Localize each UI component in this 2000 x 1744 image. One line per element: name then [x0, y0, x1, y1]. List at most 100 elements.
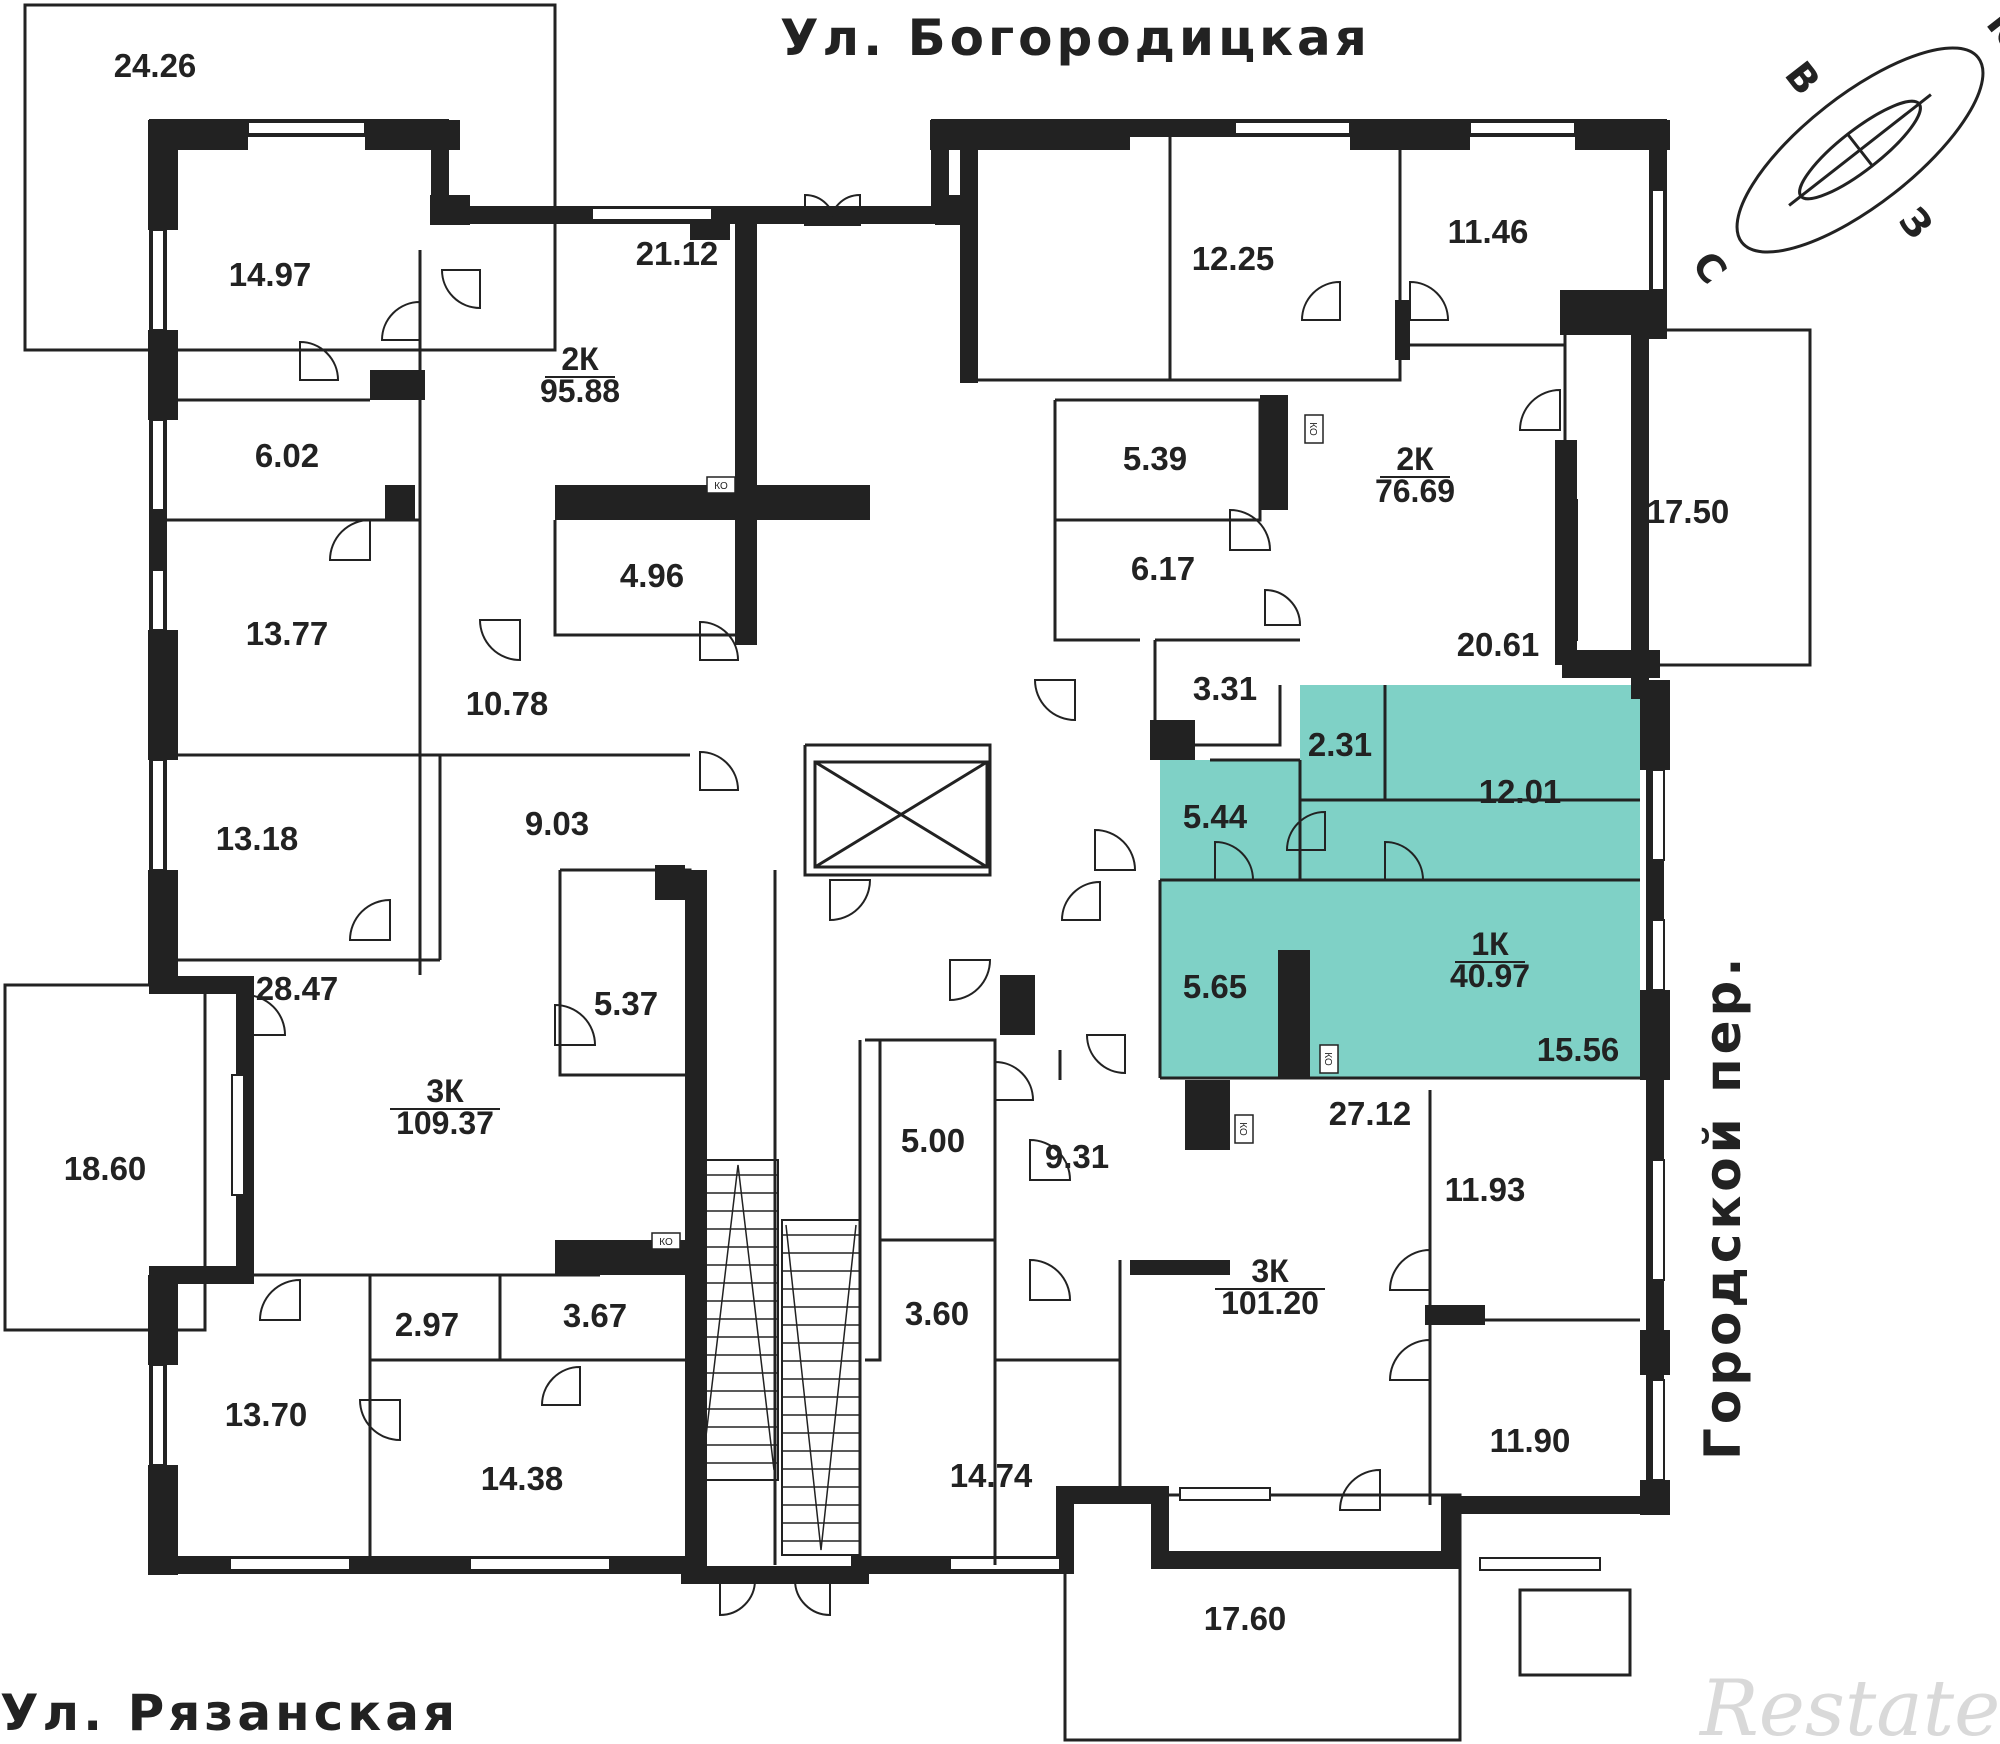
stairs — [697, 1159, 861, 1556]
street-south-label: Ул. Рязанская — [0, 1684, 459, 1742]
compass-outer-ellipse — [1735, 46, 1985, 254]
apartment-area: 40.97 — [1450, 958, 1530, 994]
door-swing — [1033, 679, 1076, 722]
door-swing — [440, 269, 481, 310]
door-swing — [1518, 388, 1561, 431]
room-area: 21.12 — [636, 235, 719, 272]
compass-west: З — [1890, 199, 1941, 247]
door-swing — [258, 1278, 301, 1321]
door-swing — [540, 1365, 581, 1406]
room-area: 3.60 — [905, 1295, 969, 1332]
room-area: 9.03 — [525, 805, 589, 842]
door-swing — [719, 1579, 757, 1617]
door-swing — [828, 193, 861, 226]
elevator-shaft — [813, 760, 989, 869]
door-swing — [244, 993, 287, 1036]
room-area: 12.25 — [1192, 240, 1275, 277]
room-area: 10.78 — [466, 685, 549, 722]
stair-flight — [697, 1159, 779, 1481]
balconies — [3, 3, 1812, 1742]
room-area: 11.90 — [1490, 1422, 1571, 1459]
stair-arrow — [701, 1164, 775, 1471]
door-swing — [793, 1579, 831, 1617]
compass-east: В — [1776, 53, 1829, 103]
ko-box — [1304, 414, 1324, 444]
apartment-code: 1К — [1471, 926, 1509, 962]
room-area: 5.44 — [1183, 798, 1248, 835]
ko-label: КО — [1307, 422, 1318, 436]
doors — [244, 193, 1561, 1617]
door-swing — [358, 1399, 401, 1442]
door-swing — [994, 1060, 1035, 1101]
door-swing — [699, 750, 740, 791]
door-swing — [1094, 828, 1137, 871]
room-area: 27.12 — [1329, 1095, 1412, 1132]
room-area: 5.00 — [901, 1122, 965, 1159]
door-swing — [1060, 880, 1101, 921]
door-swing — [829, 879, 872, 922]
door-swing — [1029, 1138, 1072, 1181]
room-area: 5.37 — [594, 985, 658, 1022]
ko-marker: КО — [651, 1232, 681, 1250]
door-swing — [328, 518, 371, 561]
apartment-code: 2К — [561, 341, 599, 377]
room-area: 2.31 — [1308, 726, 1372, 763]
room-area: 13.70 — [225, 1396, 308, 1433]
ko-label: КО — [1322, 1052, 1333, 1066]
door-swing — [1388, 1248, 1431, 1291]
apartment-area: 109.37 — [396, 1105, 494, 1141]
room-area: 5.65 — [1183, 968, 1247, 1005]
stair-arrow — [785, 1224, 857, 1551]
ko-box — [1234, 1114, 1254, 1144]
stair-flight — [781, 1219, 861, 1556]
door-swing — [299, 340, 340, 381]
partitions — [158, 128, 1640, 1575]
room-area: 24.26 — [114, 47, 197, 84]
small-balcony — [1518, 1588, 1632, 1677]
compass-needle-cross — [1846, 133, 1874, 167]
street-north-label: Ул. Богородицкая — [780, 9, 1371, 67]
door-swing — [949, 959, 992, 1002]
door-swing — [348, 898, 391, 941]
compass-north: С — [1684, 243, 1736, 292]
door-swing — [1388, 1338, 1431, 1381]
room-area: 12.01 — [1479, 773, 1562, 810]
door-swing — [1384, 840, 1425, 881]
ko-marker: КО — [1319, 1044, 1339, 1074]
room-area: 14.74 — [950, 1457, 1033, 1494]
room-area: 17.50 — [1647, 493, 1730, 530]
ko-label: КО — [659, 1237, 673, 1248]
balcony-17-60 — [1063, 1493, 1462, 1742]
room-area: 13.77 — [246, 615, 329, 652]
ko-marker: КО — [706, 476, 736, 494]
room-area: 6.17 — [1131, 550, 1195, 587]
apartment-code: 3К — [426, 1073, 464, 1109]
room-area: 18.60 — [64, 1150, 147, 1187]
door-swing — [478, 619, 521, 662]
apartment-labels: 2К 95.88 2К 76.69 1К 40.97 3К 109.37 3К … — [390, 341, 1530, 1321]
room-area: 9.31 — [1045, 1138, 1109, 1175]
apartment-area: 95.88 — [540, 373, 620, 409]
room-area: 11.93 — [1445, 1171, 1526, 1208]
room-area: 20.61 — [1457, 626, 1540, 663]
compass-south: Ю — [1978, 3, 2000, 65]
room-area: 11.46 — [1448, 213, 1529, 250]
room-area: 3.67 — [563, 1297, 627, 1334]
apartment-code: 2К — [1396, 441, 1434, 477]
room-area: 4.96 — [620, 557, 684, 594]
door-swing — [1285, 810, 1326, 851]
door-swing — [1338, 1468, 1381, 1511]
door-swing — [1085, 1034, 1126, 1075]
balcony-24-26 — [23, 3, 557, 352]
room-area: 2.97 — [395, 1306, 459, 1343]
ko-box — [651, 1232, 681, 1250]
door-swing — [1214, 840, 1255, 881]
room-area: 5.39 — [1123, 440, 1187, 477]
room-area: 3.31 — [1193, 670, 1257, 707]
apartment-area: 76.69 — [1375, 473, 1455, 509]
door-swing — [1029, 1258, 1072, 1301]
watermark: Restate — [1698, 1664, 2000, 1744]
door-swing — [804, 193, 837, 226]
apartment-code: 3К — [1251, 1253, 1289, 1289]
